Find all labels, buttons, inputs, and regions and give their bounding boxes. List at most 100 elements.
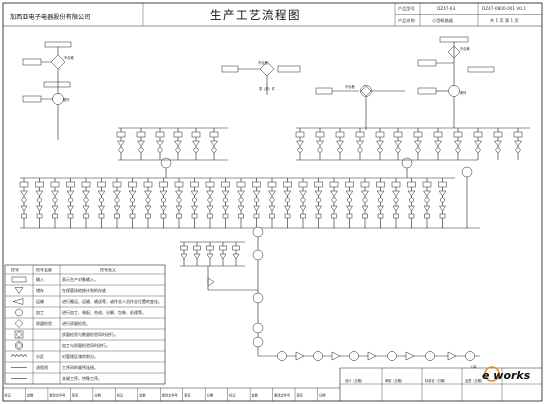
row1-part-7	[295, 128, 305, 160]
legend-row: 运输进行搬运、运输、输送等，或作业人员作业位置的变化。	[5, 295, 165, 305]
subassembly-part-5	[232, 242, 240, 266]
flow-label-main: 零（部）件	[259, 86, 276, 91]
row2-part-10	[159, 178, 168, 228]
row2-part-22	[345, 178, 354, 228]
legend-row: 质量检验 进行质量检验。	[5, 317, 165, 328]
footer-cell-label: 标记	[229, 393, 236, 398]
legend-name: 输入	[36, 276, 44, 282]
footer-cell-label: 日期	[207, 393, 213, 398]
final-step-1	[277, 351, 287, 361]
final-process-column: 入库	[180, 226, 480, 369]
row1-part-5	[191, 128, 201, 160]
row2-part-15	[236, 178, 246, 228]
row1-parts	[116, 128, 523, 160]
row2-part-9	[143, 178, 153, 228]
legend-row: 质量检验与数量检验同时进行。	[5, 328, 165, 339]
legend-name: 运输	[36, 298, 44, 304]
subassembly-part-2	[193, 242, 201, 266]
legend-row: 输入表示生产对象输入。	[11, 276, 98, 283]
legend-header-meaning: 符号含义	[100, 267, 116, 273]
legend-header-symbol: 符号	[11, 267, 19, 273]
footer-cell-label: 更改文件号	[162, 393, 178, 398]
doc-number: DZ47-0800-001 V0.1	[482, 6, 526, 11]
center-input-module: 零（部）件 不合格	[221, 60, 301, 95]
final-step-6	[367, 351, 377, 361]
row2-part-28	[438, 178, 447, 228]
legend-symbol	[10, 354, 28, 357]
footer-cell-label: 签名	[72, 393, 78, 398]
legend-symbol	[11, 276, 27, 283]
legend-symbol	[14, 287, 24, 294]
legend-row: 加工进行加工、装配、合成、分解、包装、处理等。	[5, 306, 165, 317]
legend-name: 储存	[36, 287, 44, 293]
scrap-label-left: 不合格	[64, 55, 74, 60]
right-input-module: 不合格 委外	[417, 36, 495, 128]
row2-part-18	[283, 178, 292, 228]
row2-part-7	[112, 178, 122, 228]
legend-symbol	[14, 330, 24, 339]
footer-cell-label: 标记	[117, 393, 124, 398]
subassembly-part-4	[219, 242, 227, 266]
field-label-name: 产品名称	[398, 17, 415, 24]
row2-part-3	[50, 178, 60, 228]
legend-meaning: 在保管场地按计划的存放	[62, 287, 106, 293]
final-step-8	[405, 351, 415, 361]
assembly-node-mid	[401, 157, 413, 169]
row1-part-8	[315, 128, 325, 160]
page-title: 生产工艺流程图	[210, 8, 301, 22]
legend-symbol	[14, 319, 24, 328]
legend-header-name: 符号名称	[36, 267, 52, 273]
legend-row: 储存 在保管场地按计划的存放	[5, 284, 165, 294]
legend-symbol	[12, 298, 24, 305]
field-label-model: 产品型号	[398, 5, 415, 12]
row2-part-19	[298, 178, 308, 228]
row2-parts	[19, 178, 447, 228]
row1-part-10	[355, 128, 365, 160]
row2-part-8	[128, 178, 137, 228]
scrap-label-mid: 不合格	[258, 60, 268, 65]
legend-name: 流程线	[36, 364, 48, 370]
legend-meaning: 关键工序，特殊工序。	[62, 375, 102, 381]
row1-part-3	[155, 128, 165, 160]
legend-row: 流程线工序间的顺序连接。	[5, 361, 165, 370]
legend-name: 质量检验	[36, 320, 52, 326]
design-cell-label: 标准化（日期）	[425, 378, 447, 383]
row2-part-12	[190, 178, 199, 228]
legend-meaning: 加工与质量检验同时进行。	[62, 342, 110, 348]
row1-part-12	[393, 128, 403, 160]
row2-part-14	[221, 178, 230, 228]
row2-part-26	[407, 178, 416, 228]
row2-part-20	[314, 178, 323, 228]
footer-revision-table: 标记处数更改文件号签名日期标记处数更改文件号签名日期标记处数更改文件号签名日期 …	[2, 367, 542, 401]
footer-cell-label: 处数	[252, 393, 259, 398]
row1-part-9	[335, 128, 345, 160]
design-cell-label: 审核（日期）	[385, 378, 404, 383]
final-step-3	[313, 351, 323, 361]
eworks-logo: e works	[482, 366, 531, 382]
footer-cell-label: 处数	[139, 393, 146, 398]
row2-part-13	[205, 178, 215, 228]
legend-meaning: 进行质量检验。	[62, 320, 90, 326]
row1-part-4	[173, 128, 183, 160]
row2-part-4	[66, 178, 75, 228]
company-name: 加西亚电子电器股份有限公司	[10, 13, 90, 21]
legend-symbol	[14, 341, 24, 350]
row1-part-18	[513, 128, 523, 160]
row2-part-1	[19, 178, 29, 228]
legend-meaning: 对管理区域的划分。	[62, 353, 98, 359]
assembly-node-left	[160, 157, 172, 169]
row1-part-15	[453, 128, 463, 160]
row1-part-2	[136, 128, 146, 160]
footer-cell-label: 标记	[5, 393, 12, 398]
row2-part-27	[422, 178, 432, 228]
scrap-label-right: 不合格	[460, 46, 470, 51]
row2-part-11	[174, 178, 184, 228]
final-step-10	[447, 351, 457, 361]
legend-meaning: 进行加工、装配、合成、分解、包装、处理等。	[62, 309, 146, 315]
row2-part-21	[329, 178, 339, 228]
final-step-2	[295, 351, 305, 361]
row2-part-5	[81, 178, 91, 228]
subassembly-part-3	[206, 242, 214, 266]
supplier-label-right: 委外	[460, 90, 467, 95]
